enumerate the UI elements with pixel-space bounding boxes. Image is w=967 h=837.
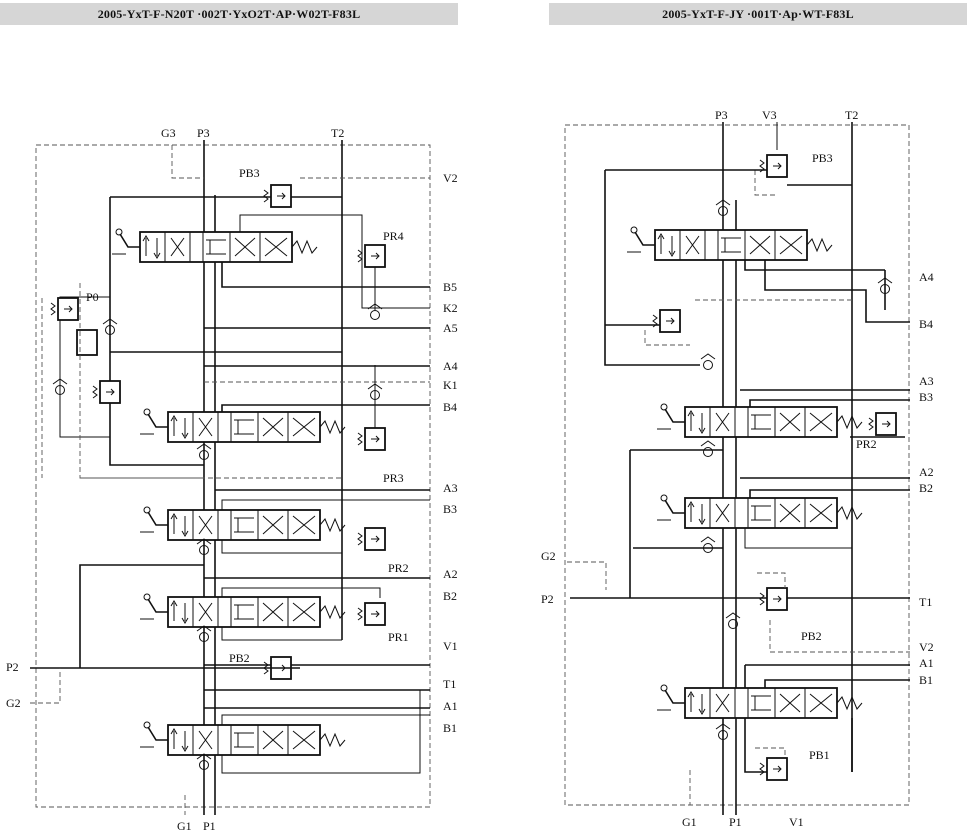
left-manifold-boundary — [35, 144, 431, 808]
right-port-p3: P3 — [715, 108, 728, 122]
left-valve-1-icon — [111, 228, 318, 263]
right-valve-1-icon — [626, 226, 833, 261]
left-port-a3: A3 — [443, 481, 458, 495]
right-label-pb2: PB2 — [801, 629, 822, 643]
left-port-a5: A5 — [443, 321, 458, 335]
pr1-relief-valve-icon — [357, 602, 386, 626]
right-port-t1: T1 — [919, 595, 932, 609]
right-pb1-relief-valve-icon — [759, 757, 788, 781]
pr2-relief-valve-icon — [357, 527, 386, 551]
left-port-p3: P3 — [197, 126, 210, 140]
right-label-pr2: PR2 — [856, 437, 877, 451]
right-port-g1: G1 — [682, 815, 697, 829]
left-label-pr2: PR2 — [388, 561, 409, 575]
left-port-k1: K1 — [443, 378, 458, 392]
right-schematic: P3 V3 T2 A4 B4 A3 B3 A2 B2 T1 V2 A1 B1 G… — [541, 108, 934, 829]
right-port-g2: G2 — [541, 549, 556, 563]
right-port-p1: P1 — [729, 815, 742, 829]
right-port-a4: A4 — [919, 270, 934, 284]
right-valve-2-icon — [656, 403, 863, 438]
right-valve-4-icon — [656, 684, 863, 719]
right-check-4-icon — [700, 536, 716, 553]
p0-relief-valve-icon — [50, 297, 79, 321]
pr3-relief-valve-icon — [357, 427, 386, 451]
right-pb3-relief-valve-icon — [759, 154, 788, 178]
left-port-t2: T2 — [331, 126, 344, 140]
right-port-a3: A3 — [919, 374, 934, 388]
right-port-b2: B2 — [919, 481, 933, 495]
right-port-v1: V1 — [789, 815, 804, 829]
left-port-p1: P1 — [203, 819, 216, 833]
right-port-p2: P2 — [541, 592, 554, 606]
right-mid-relief-valve-icon — [652, 309, 681, 333]
left-label-pr1: PR1 — [388, 630, 409, 644]
left-port-b2: B2 — [443, 589, 457, 603]
right-check-3-icon — [700, 440, 716, 457]
right-port-v2: V2 — [919, 640, 934, 654]
right-pr2-relief-valve-icon — [868, 412, 897, 436]
left-port-v1: V1 — [443, 639, 458, 653]
right-pb2-relief-valve-icon — [759, 587, 788, 611]
left-label-pb3: PB3 — [239, 166, 260, 180]
left-valve-3-icon — [139, 506, 346, 541]
left-port-k2: K2 — [443, 301, 458, 315]
right-manifold-boundary — [564, 124, 910, 806]
left-valve-2-icon — [139, 408, 346, 443]
right-label-pb3: PB3 — [812, 151, 833, 165]
right-port-t2: T2 — [845, 108, 858, 122]
left-port-p2: P2 — [6, 660, 19, 674]
right-port-v3: V3 — [762, 108, 777, 122]
left-port-v2: V2 — [443, 171, 458, 185]
left-port-a2: A2 — [443, 567, 458, 581]
left-port-g2: G2 — [6, 696, 21, 710]
left-label-pr4: PR4 — [383, 229, 404, 243]
right-port-b1: B1 — [919, 673, 933, 687]
right-valve-3-icon — [656, 494, 863, 529]
left-port-t1: T1 — [443, 677, 456, 691]
left-diagram-title: 2005-YxT-F-N20T ·002T·YxO2T·AP·W02T-F83L — [0, 3, 458, 25]
left-port-a1: A1 — [443, 699, 458, 713]
p0-secondary-relief-icon — [92, 380, 121, 404]
left-port-b3: B3 — [443, 502, 457, 516]
left-label-pr3: PR3 — [383, 471, 404, 485]
left-port-g3: G3 — [161, 126, 176, 140]
right-label-pb1: PB1 — [809, 748, 830, 762]
left-port-g1: G1 — [177, 819, 192, 833]
left-port-b5: B5 — [443, 280, 457, 294]
right-check-5-icon — [725, 612, 741, 629]
left-port-a4: A4 — [443, 359, 458, 373]
left-port-b4: B4 — [443, 400, 457, 414]
right-port-b4: B4 — [919, 317, 933, 331]
left-valve-4-icon — [139, 593, 346, 628]
right-port-b3: B3 — [919, 390, 933, 404]
left-valve-5-icon — [139, 721, 346, 756]
right-check-2-icon — [700, 353, 716, 370]
right-port-a1: A1 — [919, 656, 934, 670]
right-diagram-title: 2005-YxT-F-JY ·001T·Ap·WT-F83L — [549, 3, 967, 25]
left-port-b1: B1 — [443, 721, 457, 735]
right-port-a2: A2 — [919, 465, 934, 479]
left-schematic: G3 P3 T2 V2 B5 K2 A5 A4 K1 B4 A3 B3 A2 B… — [6, 126, 458, 833]
left-label-p0: P0 — [86, 290, 99, 304]
left-label-pb2: PB2 — [229, 651, 250, 665]
pb3-relief-valve-icon — [263, 184, 292, 208]
